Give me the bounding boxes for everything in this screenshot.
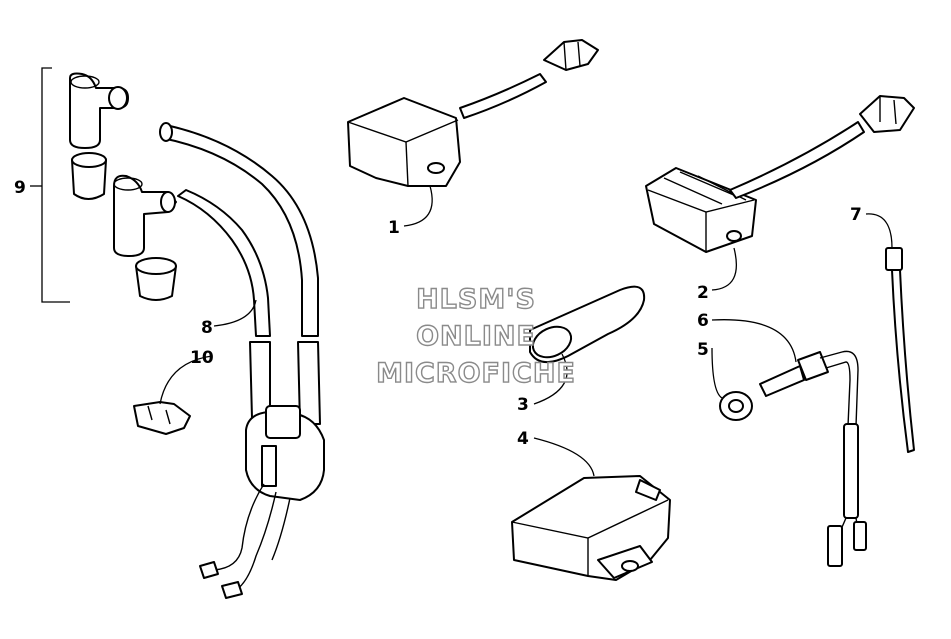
part-7-cable-tie[interactable]: [885, 247, 915, 453]
part-9-spark-plug-caps[interactable]: [30, 67, 177, 303]
part-1-module[interactable]: [347, 39, 599, 187]
callout-4: 4: [517, 429, 529, 449]
callout-8: 8: [201, 318, 213, 338]
callout-5: 5: [697, 340, 709, 360]
part-3-tube[interactable]: [528, 285, 646, 363]
watermark-line-3: MICROFICHE: [376, 358, 576, 389]
part-5-washer[interactable]: [719, 391, 753, 421]
part-10-clip[interactable]: [133, 401, 191, 435]
part-8-ignition-coil[interactable]: [159, 122, 325, 599]
callout-3: 3: [517, 395, 529, 415]
watermark-line-2: ONLINE: [416, 321, 536, 352]
watermark-line-1: HLSM'S: [416, 284, 536, 315]
watermark: HLSM'S ONLINE MICROFICHE: [375, 283, 576, 389]
callout-labels: 1 2 3 4 5 6 7 8 9 10: [14, 178, 862, 449]
part-4-control-box[interactable]: [511, 475, 671, 581]
leader-lines: [159, 185, 893, 477]
callout-1: 1: [388, 218, 400, 238]
callout-10: 10: [190, 348, 214, 368]
callout-7: 7: [850, 205, 862, 225]
part-2-regulator-rectifier[interactable]: [645, 95, 915, 253]
part-6-temperature-sensor[interactable]: [759, 350, 867, 567]
callout-2: 2: [697, 283, 709, 303]
callout-6: 6: [697, 311, 709, 331]
callout-9: 9: [14, 178, 26, 198]
